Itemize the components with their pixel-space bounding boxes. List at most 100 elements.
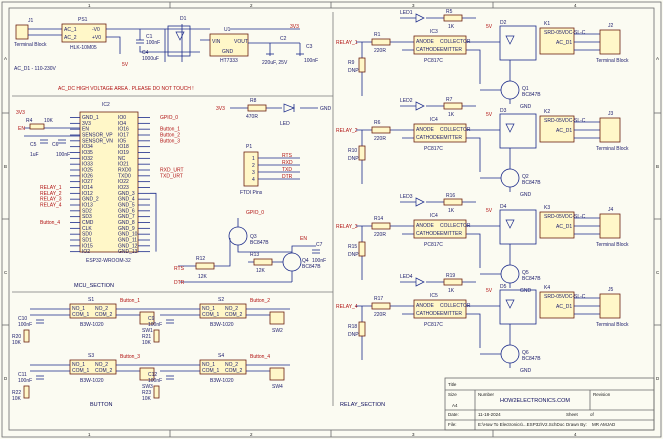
relay-transistor-ref: Q1 [522, 86, 529, 92]
zone-row-A: A [4, 56, 7, 61]
relay-terminal-name: Terminal Block [596, 322, 629, 328]
ps1-pin-v0pos: +V0 [92, 35, 101, 41]
ic2-part: ESP32-WROOM-32 [86, 258, 131, 264]
zone-row-right-D: D [656, 376, 660, 381]
c3-ref: C3 [306, 44, 313, 50]
mcu-left-pin: IO34 [82, 144, 93, 150]
button-pin: NO_2 [225, 306, 238, 312]
r13-ref: R13 [250, 252, 259, 258]
title-block: Title Size A4 Number HOW2ELECTRONICS.COM… [444, 377, 655, 431]
relay-pulldown-ref: R18 [348, 324, 357, 330]
gpio0-net: GPIO_0 [246, 210, 264, 216]
c1-ref: C1 [146, 34, 153, 40]
size-label: Size [448, 392, 457, 397]
relay-led-res-ref: R19 [446, 273, 455, 279]
mcu-3v3-net: 3V3 [16, 110, 25, 116]
relay-led-ref: LED3 [400, 194, 413, 200]
button-res-ref: R23 [142, 390, 151, 396]
ftdi-net-label: TXD [282, 167, 292, 173]
mcu-right-pin: NC [118, 156, 126, 162]
opto-pin: COLLECTOR [440, 127, 471, 133]
zone-col-2: 2 [250, 3, 253, 8]
button-part: B3W-1020 [80, 322, 104, 328]
led-3v3-net: 3V3 [216, 106, 225, 112]
button-cap-ref: C11 [18, 372, 27, 378]
opto-part: PC817C [424, 146, 443, 152]
relay-led-res-val: 1K [448, 208, 455, 214]
q4-part: BC847B [302, 264, 321, 270]
u1-pin-gnd: GND [222, 49, 234, 55]
mcu-left-pin: CMD [82, 220, 94, 226]
zone-col-bottom-3: 3 [412, 432, 415, 437]
opto-pin: ANODE [416, 127, 434, 133]
zone-col-bottom-1: 1 [88, 432, 91, 437]
mcu-left-pin: IO2 [82, 249, 90, 255]
button-part: B3W-1020 [80, 378, 104, 384]
button-section-label: BUTTON [90, 402, 113, 408]
mcu-left-pin: SD0 [82, 232, 92, 238]
opto-pin: CATHODE [416, 47, 441, 53]
relay-transistor-ref: Q2 [522, 174, 529, 180]
zone-row-C: C [4, 270, 8, 275]
hv-warning: AC_DC HIGH VOLTAGE AREA . PLEASE DO NOT … [58, 86, 194, 92]
ps1-pin-ac1: AC_1 [64, 27, 77, 33]
r8-ref: R8 [250, 98, 257, 104]
button-switch-ref: S3 [88, 353, 94, 359]
opto-pin: COLLECTOR [440, 303, 471, 309]
button-pin: NO_1 [72, 306, 85, 312]
mcu-left-pin: IO13 [82, 203, 93, 209]
relay-led-res-val: 1K [448, 24, 455, 30]
relay-diode-ref: D2 [500, 20, 507, 26]
power-led: R8 470R LED 3V3 GND [216, 98, 332, 127]
relay-pulldown-val: DNP [348, 156, 359, 162]
ps1-ref: PS1 [78, 17, 88, 23]
mcu-left-net-label: RELAY_3 [40, 197, 62, 203]
relay-res-ref: R1 [374, 32, 381, 38]
relay-res-val: 220R [374, 48, 386, 54]
relay-pulldown-val: DNP [348, 332, 359, 338]
relay-terminal-name: Terminal Block [596, 242, 629, 248]
button-res-val: 10K [142, 396, 152, 402]
opto-pin: COLLECTOR [440, 223, 471, 229]
mcu-right-pin: GND_13 [118, 249, 138, 255]
zone-row-right-B: B [656, 164, 659, 169]
relay-ac-net: AC_D1 [556, 224, 572, 230]
opto-pin: EMITTER [440, 231, 462, 237]
opto-ref: IC4 [430, 213, 438, 219]
ftdi-pin-number: 4 [252, 177, 255, 183]
relay-part: SRD-05VDC-SL-C [544, 294, 586, 300]
d1-ref: D1 [180, 16, 187, 22]
c6-val: 100nF [56, 152, 70, 158]
relay-ref: K4 [544, 285, 550, 291]
opto-pin: CATHODE [416, 311, 441, 317]
mcu-left-pin: 3V3 [82, 121, 91, 127]
mcu-right-pin: GND_4 [118, 197, 135, 203]
relay-terminal-name: Terminal Block [596, 146, 629, 152]
relay-part: SRD-05VDC-SL-C [544, 214, 586, 220]
opto-ref: IC3 [430, 29, 438, 35]
c1-val: 100nF [146, 40, 160, 46]
relay-led-res-ref: R5 [446, 9, 453, 15]
mcu-right-pin: GND_8 [118, 220, 135, 226]
relay-led-ref: LED4 [400, 274, 413, 280]
file-label: File: [448, 422, 457, 427]
relay-section: RELAY_SECTION RELAY_1R1220RR9DNPIC3ANODE… [336, 9, 629, 408]
button-cap-val: 100nF [148, 378, 162, 384]
relay-section-label: RELAY_SECTION [340, 402, 385, 408]
c7-ref: C7 [316, 242, 323, 248]
relay-led-res-ref: R7 [446, 97, 453, 103]
mcu-right-net-label: TXD_URT [160, 173, 183, 179]
relay-net-label: RELAY_2 [336, 128, 358, 134]
button-pin: COM_2 [95, 368, 112, 374]
opto-pin: EMITTER [440, 311, 462, 317]
mcu-right-pin: GND_7 [118, 214, 135, 220]
relay-net-label: RELAY_1 [336, 40, 358, 46]
relay-led-res-val: 1K [448, 112, 455, 118]
zone-col-3: 3 [412, 3, 415, 8]
c2-ref: C2 [280, 36, 287, 42]
ftdi-net-label: DTR [282, 174, 293, 180]
number-label: Number [478, 392, 495, 397]
r4-ref: R4 [26, 118, 33, 124]
